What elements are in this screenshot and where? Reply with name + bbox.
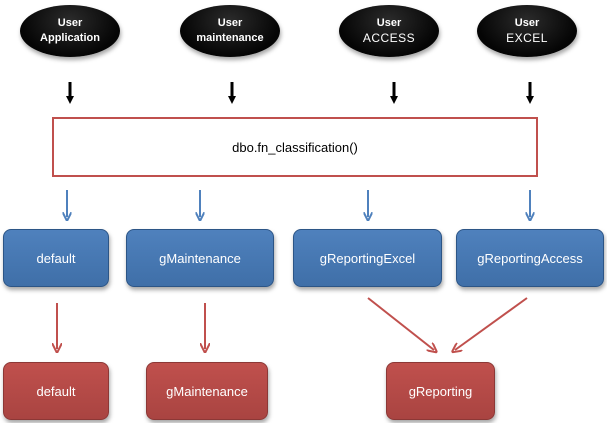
source-label-line2: maintenance	[196, 32, 264, 44]
source-label-line1: User	[514, 17, 540, 29]
source-user-maintenance: User maintenance	[180, 5, 280, 57]
source-label-line2: Application	[40, 32, 100, 44]
resource-pool-greporting: gReporting	[386, 362, 495, 420]
arrow-greportingaccess-group-to-greporting-pool	[455, 297, 528, 350]
resource-pool-default: default	[3, 362, 109, 420]
source-user-application: User Application	[20, 5, 120, 57]
workload-group-label: gReportingExcel	[319, 250, 416, 266]
workload-group-gmaintenance: gMaintenance	[126, 229, 274, 287]
workload-group-label: gReportingAccess	[477, 250, 583, 266]
classifier-function-label: dbo.fn_classification()	[232, 139, 358, 155]
source-label-line2: ACCESS	[362, 31, 416, 45]
source-user-excel: User EXCEL	[477, 5, 577, 57]
workload-group-greportingexcel: gReportingExcel	[293, 229, 442, 287]
resource-pool-label: default	[36, 383, 76, 399]
source-label-line1: User	[376, 17, 402, 29]
source-label-line2: EXCEL	[506, 31, 548, 45]
workload-group-label: default	[36, 250, 76, 266]
resource-pool-label: gReporting	[408, 383, 473, 399]
workload-group-default: default	[3, 229, 109, 287]
arrow-greportingexcel-group-to-greporting-pool	[367, 297, 434, 350]
workload-group-greportingaccess: gReportingAccess	[456, 229, 604, 287]
source-label-line1: User	[57, 17, 83, 29]
source-user-access: User ACCESS	[339, 5, 439, 57]
resource-pool-gmaintenance: gMaintenance	[146, 362, 268, 420]
resource-pool-label: gMaintenance	[166, 383, 248, 399]
workload-group-label: gMaintenance	[159, 250, 241, 266]
classifier-function-box: dbo.fn_classification()	[52, 117, 538, 177]
source-label-line1: User	[217, 17, 243, 29]
